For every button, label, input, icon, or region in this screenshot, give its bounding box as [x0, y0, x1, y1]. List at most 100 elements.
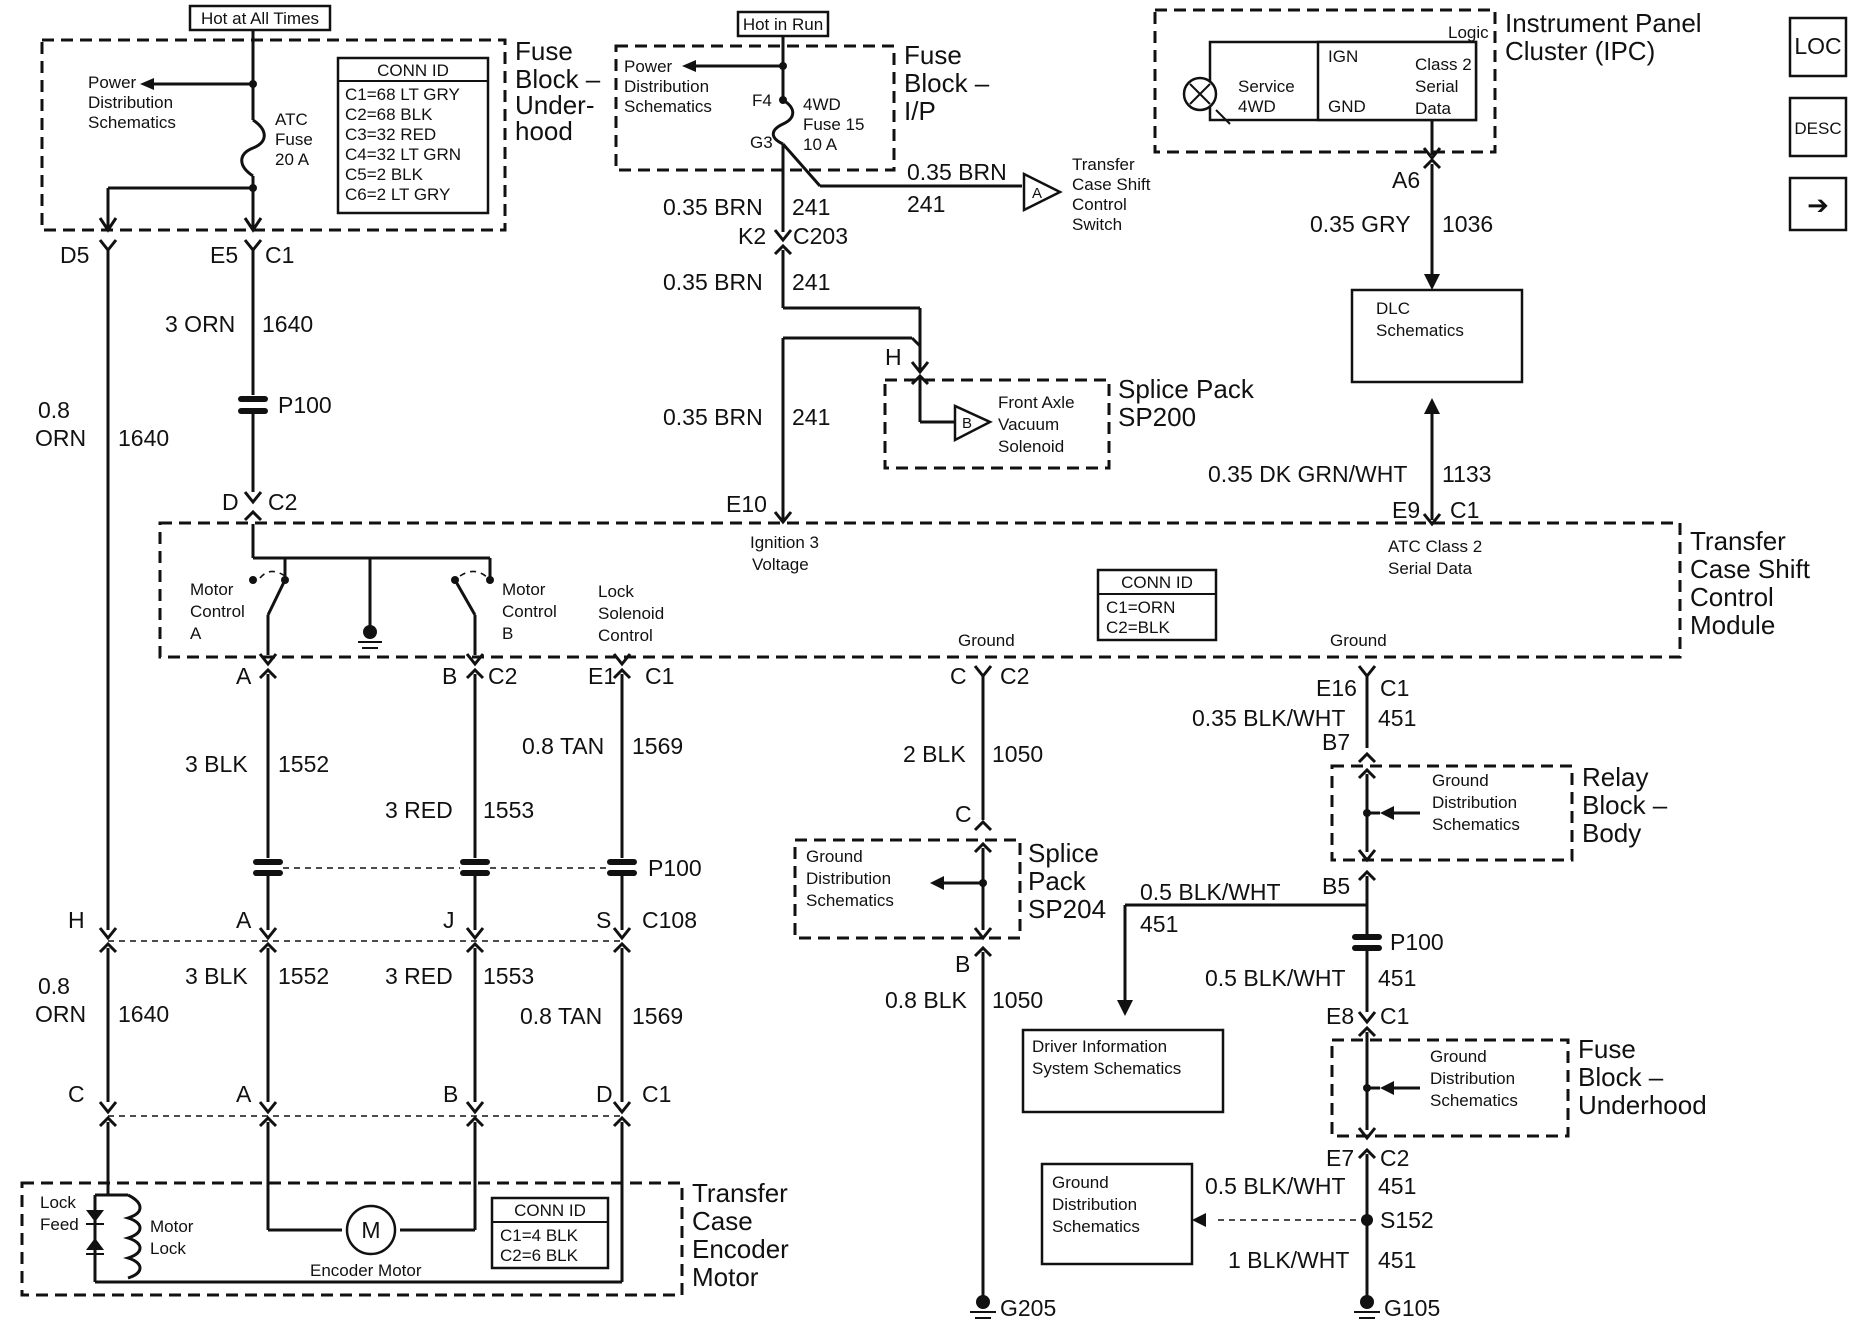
label-n241b: 241 — [792, 194, 830, 220]
fuse-uh2-3: Underhood — [1578, 1090, 1707, 1120]
transfer-switch-3: Control — [1072, 195, 1127, 214]
label-w1552b: 3 BLK — [185, 963, 248, 989]
tcscm-title-1: Transfer — [1690, 526, 1786, 556]
label-c2c: C2 — [1000, 663, 1029, 689]
loc-nav-icon[interactable] — [1788, 16, 1848, 78]
label-A2: A — [236, 907, 252, 933]
label-d-c2: D — [222, 489, 239, 515]
label-d5: D5 — [60, 242, 89, 268]
label-e7: E7 — [1326, 1145, 1354, 1171]
label-h-sp200: H — [885, 344, 902, 370]
4wd-fuse-1: 4WD — [803, 95, 841, 114]
desc-nav-icon[interactable] — [1788, 96, 1848, 158]
tcem-title-4: Motor — [692, 1262, 759, 1292]
label-J2: J — [443, 907, 455, 933]
label-p100b: P100 — [648, 855, 702, 881]
sp204-title-2: Pack — [1028, 866, 1087, 896]
sp200-title-1: Splice Pack — [1118, 374, 1255, 404]
gds4-2: Distribution — [1052, 1195, 1137, 1214]
label-w451a: 0.35 BLK/WHT — [1192, 705, 1345, 731]
label-w1640a: 3 ORN — [165, 311, 235, 337]
relay-block-1: Relay — [1582, 762, 1648, 792]
label-S2: S — [596, 907, 611, 933]
splice-pack-sp204-outline — [793, 838, 1022, 940]
conn-id-box-underhood — [336, 56, 490, 215]
label-c108: C108 — [642, 907, 697, 933]
gds1-3: Schematics — [806, 891, 894, 910]
power-dist-1: Power — [88, 73, 137, 92]
label-w451b: 0.5 BLK/WHT — [1140, 879, 1281, 905]
gds1-1: Ground — [806, 847, 863, 866]
lock-feed-2: Feed — [40, 1215, 79, 1234]
arrow-dlc-up — [1424, 398, 1440, 414]
label-n1640c: 1640 — [118, 1001, 169, 1027]
dis-2: System Schematics — [1032, 1059, 1181, 1078]
label-A3: A — [236, 1081, 252, 1107]
sp200-title-2: SP200 — [1118, 402, 1196, 432]
gds4-box — [1040, 1162, 1194, 1266]
label-n1552b: 1552 — [278, 963, 329, 989]
sp204-title-3: SP204 — [1028, 894, 1106, 924]
dlc-2: Schematics — [1376, 321, 1464, 340]
label-Csp: C — [955, 801, 972, 827]
fuse-block-underhood-outline — [40, 38, 507, 232]
label-n1553b: 1553 — [483, 963, 534, 989]
conn-c2: C2=68 BLK — [345, 105, 433, 124]
conn2-c1: C1=ORN — [1106, 598, 1175, 617]
label-c1a: C1 — [265, 242, 294, 268]
tcem-title-2: Case — [692, 1206, 753, 1236]
motor-a-1: Motor — [190, 580, 234, 599]
label-n1640b: 1640 — [118, 425, 169, 451]
label-w1553b: 3 RED — [385, 963, 453, 989]
gds2-3: Schematics — [1432, 815, 1520, 834]
label-C3: C — [68, 1081, 85, 1107]
label-g3: G3 — [750, 133, 773, 152]
switch-b — [453, 579, 477, 616]
ipc-logic: Logic — [1448, 23, 1489, 42]
next-arrow-icon[interactable] — [1788, 176, 1848, 232]
label-w1050a: 2 BLK — [903, 741, 966, 767]
label-e5: E5 — [210, 242, 238, 268]
label-H2: H — [68, 907, 85, 933]
label-c1e: C1 — [1380, 675, 1409, 701]
relay-block-body-outline — [1330, 764, 1574, 862]
arrow-power-dist-left — [140, 78, 154, 90]
ip-power-dist-1: Power — [624, 57, 673, 76]
service-4wd-2: 4WD — [1238, 97, 1276, 116]
tcem-title-1: Transfer — [692, 1178, 788, 1208]
gds2-2: Distribution — [1432, 793, 1517, 812]
label-w241a: 0.35 BRN — [907, 159, 1007, 185]
label-f4: F4 — [752, 91, 772, 110]
motor-b-2: Control — [502, 602, 557, 621]
label-b-conn: B — [962, 415, 972, 432]
motor-a-3: A — [190, 624, 202, 643]
fuse-block-ip-outline — [614, 44, 896, 172]
gds2-1: Ground — [1432, 771, 1489, 790]
ipc-serial-3: Data — [1415, 99, 1451, 118]
fuse-block-ip-title-2: Block – — [904, 68, 990, 98]
4wd-fuse-icon — [771, 98, 795, 146]
label-Cg: C — [950, 663, 967, 689]
transfer-switch-1: Transfer — [1072, 155, 1135, 174]
tcscm-outline — [158, 521, 1682, 659]
label-n451a: 451 — [1378, 705, 1416, 731]
label-n241a: 241 — [907, 191, 945, 217]
label-w1552a: 3 BLK — [185, 751, 248, 777]
4wd-fuse-3: 10 A — [803, 135, 838, 154]
conn-c1: C1=68 LT GRY — [345, 85, 460, 104]
label-c203: C203 — [793, 223, 848, 249]
conn-id-box-tcem — [490, 1196, 610, 1270]
label-s152: S152 — [1380, 1207, 1434, 1233]
front-axle-3: Solenoid — [998, 437, 1064, 456]
atc-fuse-label-3: 20 A — [275, 150, 310, 169]
transfer-switch-2: Case Shift — [1072, 175, 1151, 194]
label-A1: A — [236, 663, 252, 689]
label-n241d: 241 — [792, 404, 830, 430]
ipc-logic-box — [1316, 40, 1478, 122]
conn-c3: C3=32 RED — [345, 125, 436, 144]
motor-a-2: Control — [190, 602, 245, 621]
fuse-block-ip-title-3: I/P — [904, 96, 936, 126]
label-B1: B — [442, 663, 457, 689]
label-w241d: 0.35 BRN — [663, 404, 763, 430]
